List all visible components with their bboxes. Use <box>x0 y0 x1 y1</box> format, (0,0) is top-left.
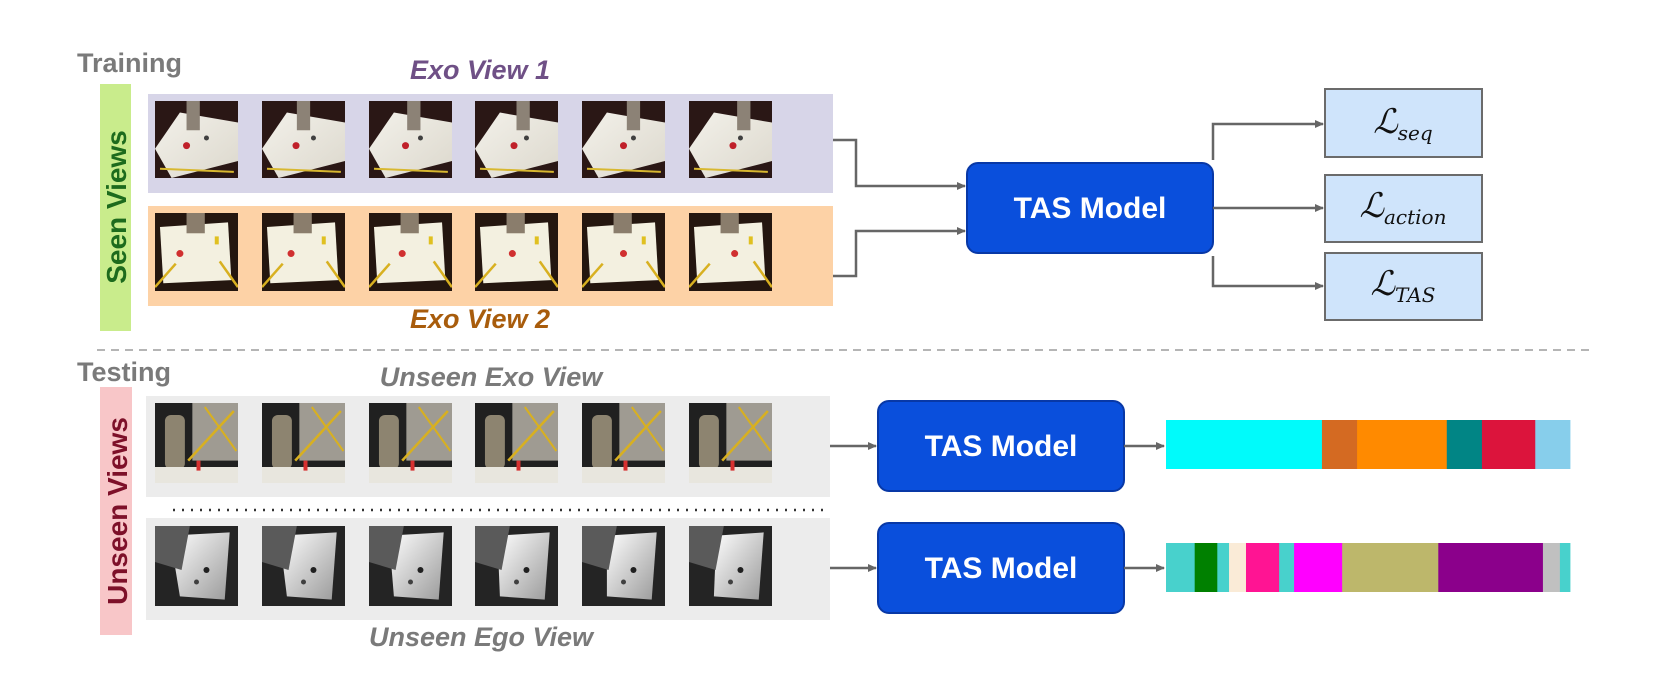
exo-view-1-frame-1 <box>155 101 238 178</box>
seen-views-label: Seen Views <box>101 130 132 284</box>
exo-view-2-frame-3 <box>369 213 452 291</box>
unseen-ego-frame-3 <box>369 526 452 606</box>
exo-prediction-segment-4 <box>1446 420 1483 469</box>
exo-view-1-label: Exo View 1 <box>410 55 550 85</box>
ego-prediction-segment-9 <box>1438 543 1544 592</box>
unseen-ego-frame-2 <box>262 526 345 606</box>
exo-view-1-frame-3 <box>369 101 452 178</box>
tas-loss-label: ℒTAS <box>1371 264 1436 307</box>
unseen-exo-frame-6 <box>689 403 772 483</box>
exo-view-2-frame-1 <box>155 213 238 291</box>
unseen-ego-frame-4 <box>475 526 558 606</box>
exo-prediction-segment-1 <box>1166 420 1323 469</box>
exo-view-2-frame-4 <box>475 213 558 291</box>
ego-prediction-segment-5 <box>1245 543 1280 592</box>
testing-section-label: Testing <box>77 357 171 387</box>
exo-prediction-segment-bar <box>1166 420 1571 469</box>
training-tas-model-label: TAS Model <box>1014 192 1167 225</box>
unseen-exo-frames <box>155 403 772 483</box>
unseen-ego-frame-6 <box>689 526 772 606</box>
exo2-to-model-arrow <box>833 227 966 278</box>
unseen-ego-frames <box>155 526 772 606</box>
exo-prediction-segment-6 <box>1535 420 1571 469</box>
exo1-to-model-arrow <box>833 138 966 190</box>
exo-view-1-frames <box>155 101 772 178</box>
training-section-label: Training <box>77 48 182 78</box>
unseen-exo-view-label: Unseen Exo View <box>380 362 605 392</box>
exo-prediction-segment-3 <box>1357 420 1448 469</box>
unseen-exo-frame-4 <box>475 403 558 483</box>
ego-prediction-segment-7 <box>1294 543 1343 592</box>
unseen-exo-frame-2 <box>262 403 345 483</box>
exo-prediction-segment-5 <box>1481 420 1536 469</box>
unseen-exo-frame-1 <box>155 403 238 483</box>
exo-view-1-frame-2 <box>262 101 345 178</box>
ego-prediction-segment-10 <box>1542 543 1561 592</box>
ego-prediction-segment-8 <box>1342 543 1439 592</box>
exo-view-1-frame-5 <box>582 101 665 178</box>
unseen-ego-frame-1 <box>155 526 238 606</box>
ego-prediction-segment-2 <box>1194 543 1218 592</box>
exo-view-2-frame-2 <box>262 213 345 291</box>
ego-prediction-segment-bar <box>1166 543 1571 592</box>
ego-prediction-segment-11 <box>1559 543 1571 592</box>
ego-tas-model-label: TAS Model <box>925 552 1078 585</box>
action-loss-box <box>1324 174 1483 243</box>
tas-loss-box <box>1324 252 1483 321</box>
seen-views-tag <box>100 84 131 331</box>
unseen-exo-frame-5 <box>582 403 665 483</box>
ego-prediction-segment-6 <box>1279 543 1295 592</box>
ego-prediction-segment-1 <box>1166 543 1196 592</box>
unseen-ego-frame-5 <box>582 526 665 606</box>
exo-view-1-frame-4 <box>475 101 558 178</box>
unseen-views-tag <box>100 387 132 635</box>
model-to-tas-loss-arrow <box>1211 256 1324 290</box>
unseen-ego-view-label: Unseen Ego View <box>369 622 595 652</box>
action-loss-label: ℒaction <box>1360 186 1447 229</box>
exo-prediction-segment-2 <box>1321 420 1358 469</box>
exo-view-1-frame-6 <box>689 101 772 178</box>
unseen-views-label: Unseen Views <box>102 417 133 605</box>
exo-view-2-label: Exo View 2 <box>410 304 550 334</box>
seq-loss-label: ℒseq <box>1373 102 1432 145</box>
unseen-exo-frame-3 <box>369 403 452 483</box>
exo-tas-model-label: TAS Model <box>925 430 1078 463</box>
seq-loss-box <box>1324 88 1483 158</box>
ego-prediction-segment-4 <box>1229 543 1247 592</box>
exo-view-2-frames <box>155 213 772 291</box>
model-to-seq-loss-arrow <box>1211 120 1324 160</box>
exo-view-2-frame-6 <box>689 213 772 291</box>
ego-prediction-segment-3 <box>1217 543 1230 592</box>
exo-view-2-frame-5 <box>582 213 665 291</box>
